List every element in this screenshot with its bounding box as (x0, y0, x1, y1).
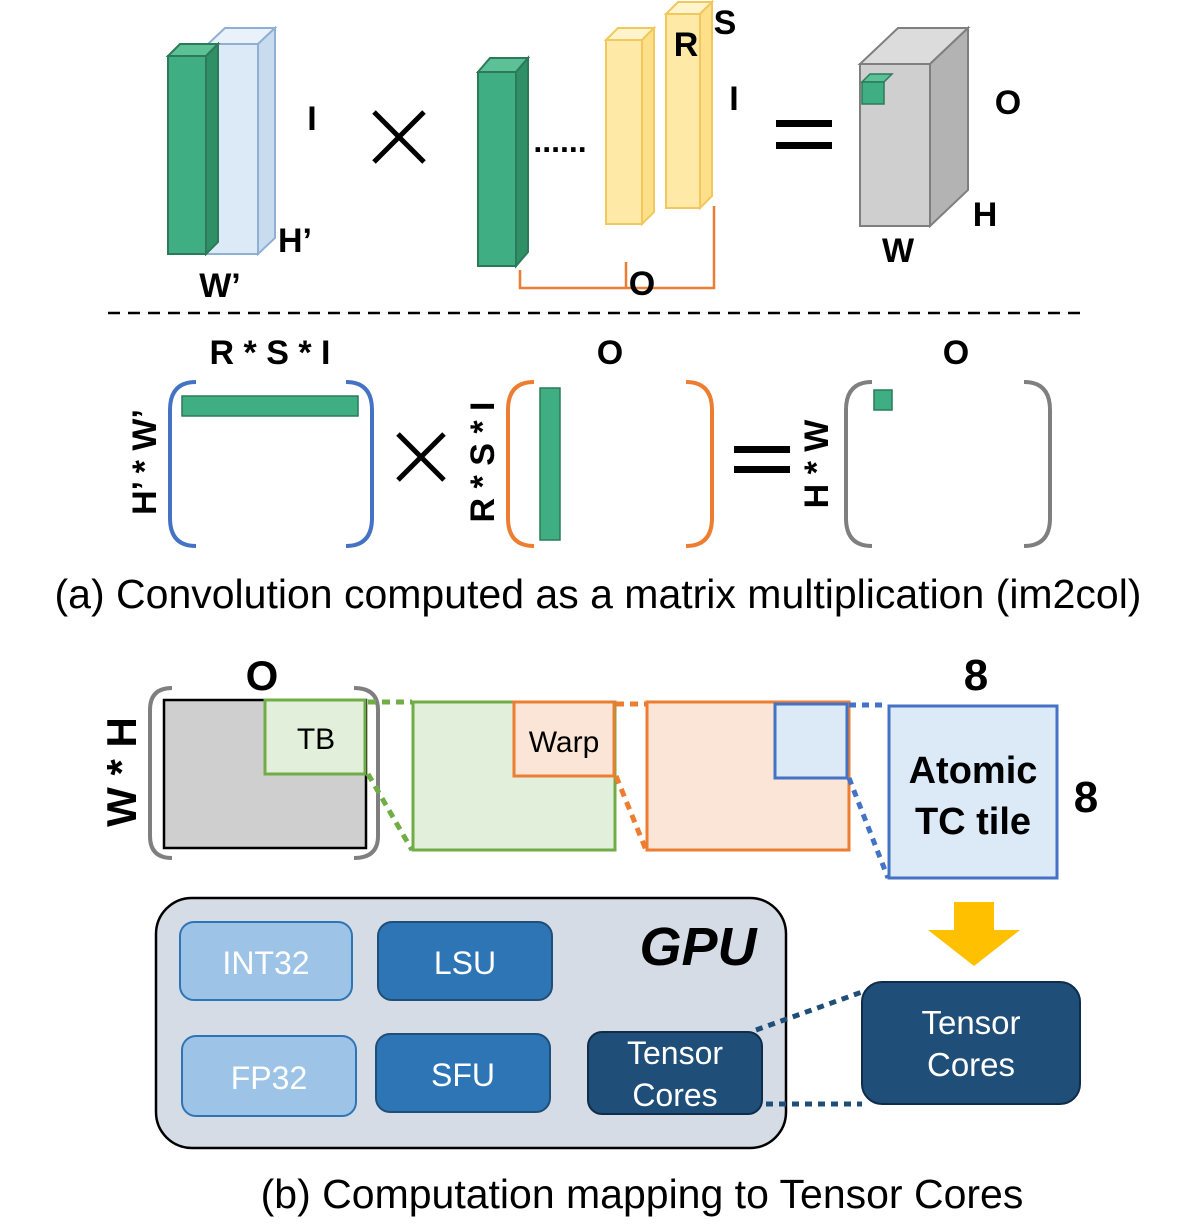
filter-dim-i-label: I (729, 80, 738, 118)
times-symbol (372, 110, 426, 164)
tile-zoom-line-bottom (846, 777, 891, 879)
tile-width-label: 8 (964, 651, 988, 700)
matrix-a-left-bracket (168, 380, 197, 548)
output-matrix-cols-label: O (246, 652, 279, 699)
output-dim-w-label: W (882, 232, 915, 270)
tile-height-label: 8 (1074, 773, 1098, 822)
matrix-times-symbol (396, 432, 446, 482)
int32-unit (179, 921, 353, 1001)
equals-symbol (776, 120, 832, 149)
input-tensor (165, 25, 278, 257)
filter-column (475, 55, 531, 269)
tensor-cores-unit-line1: Tensor (627, 1035, 723, 1071)
warp-zoom-line-bottom (613, 775, 649, 851)
atomic-tc-tile (887, 704, 1059, 880)
matrix-c-element (873, 389, 893, 411)
tensor-cores-enlarged (861, 981, 1081, 1105)
fp32-label: FP32 (231, 1060, 307, 1096)
tb-zoom-line-bottom (365, 772, 415, 852)
matrix-b-left-bracket (506, 380, 535, 548)
atomic-tile-line2: TC tile (915, 801, 1031, 843)
atomic-tile-line1: Atomic (909, 750, 1038, 792)
matrix-equals-symbol (734, 446, 790, 473)
input-dim-i-label: I (307, 100, 316, 138)
tensor-cores-unit (587, 1031, 763, 1115)
output-dim-o-label: O (995, 84, 1021, 122)
ellipsis-dots: ...... (533, 123, 586, 159)
caption-b: (b) Computation mapping to Tensor Cores (261, 1171, 1024, 1217)
tc-tile-block (773, 702, 849, 780)
sfu-label: SFU (431, 1057, 495, 1093)
fp32-unit (181, 1035, 357, 1117)
matrix-a-right-bracket (345, 380, 374, 548)
filter-dim-o-label: O (629, 265, 655, 303)
filter-stack (603, 0, 715, 227)
down-arrow-icon (928, 902, 1020, 966)
tb-label: TB (297, 723, 335, 756)
output-matrix-right-bracket (353, 686, 380, 860)
matrix-a-row-strip (181, 395, 359, 417)
matrix-a-cols-label: R * S * I (210, 334, 331, 372)
output-matrix-left-bracket (148, 686, 173, 860)
sfu-unit (375, 1033, 551, 1113)
matrix-c-rows-label: H * W (798, 419, 836, 509)
tensor-cores-enlarged-line1: Tensor (921, 1004, 1020, 1041)
filter-dim-s-label: S (714, 4, 737, 42)
filter-dim-r-label: R (674, 26, 699, 64)
input-dim-h-label: H’ (278, 222, 312, 260)
warp-label: Warp (529, 726, 600, 759)
matrix-c-right-bracket (1023, 380, 1052, 548)
warp-block (512, 700, 616, 778)
tensor-zoom-line-top (755, 989, 863, 1033)
input-dim-w-label: W’ (199, 267, 241, 305)
lsu-label: LSU (434, 945, 496, 981)
output-dim-h-label: H (973, 196, 998, 234)
output-matrix-rows-label: W * H (98, 717, 145, 827)
int32-label: INT32 (222, 945, 309, 981)
matrix-c-left-bracket (844, 380, 873, 548)
matrix-b-right-bracket (685, 380, 714, 548)
lsu-unit (377, 921, 553, 1001)
matrix-b-column-strip (539, 387, 561, 541)
matrix-a-rows-label: H’ * W’ (126, 409, 164, 515)
matrix-c-cols-label: O (943, 334, 969, 372)
tensor-cores-enlarged-line2: Cores (927, 1046, 1015, 1083)
matrix-b-rows-label: R * S * I (464, 402, 502, 523)
output-tensor (857, 25, 971, 229)
caption-a: (a) Convolution computed as a matrix mul… (55, 571, 1142, 617)
filter-count-brace (518, 206, 716, 290)
tb-block (263, 698, 367, 776)
gpu-title: GPU (639, 917, 758, 977)
tensor-cores-unit-line2: Cores (632, 1077, 717, 1113)
matrix-b-cols-label: O (597, 334, 623, 372)
